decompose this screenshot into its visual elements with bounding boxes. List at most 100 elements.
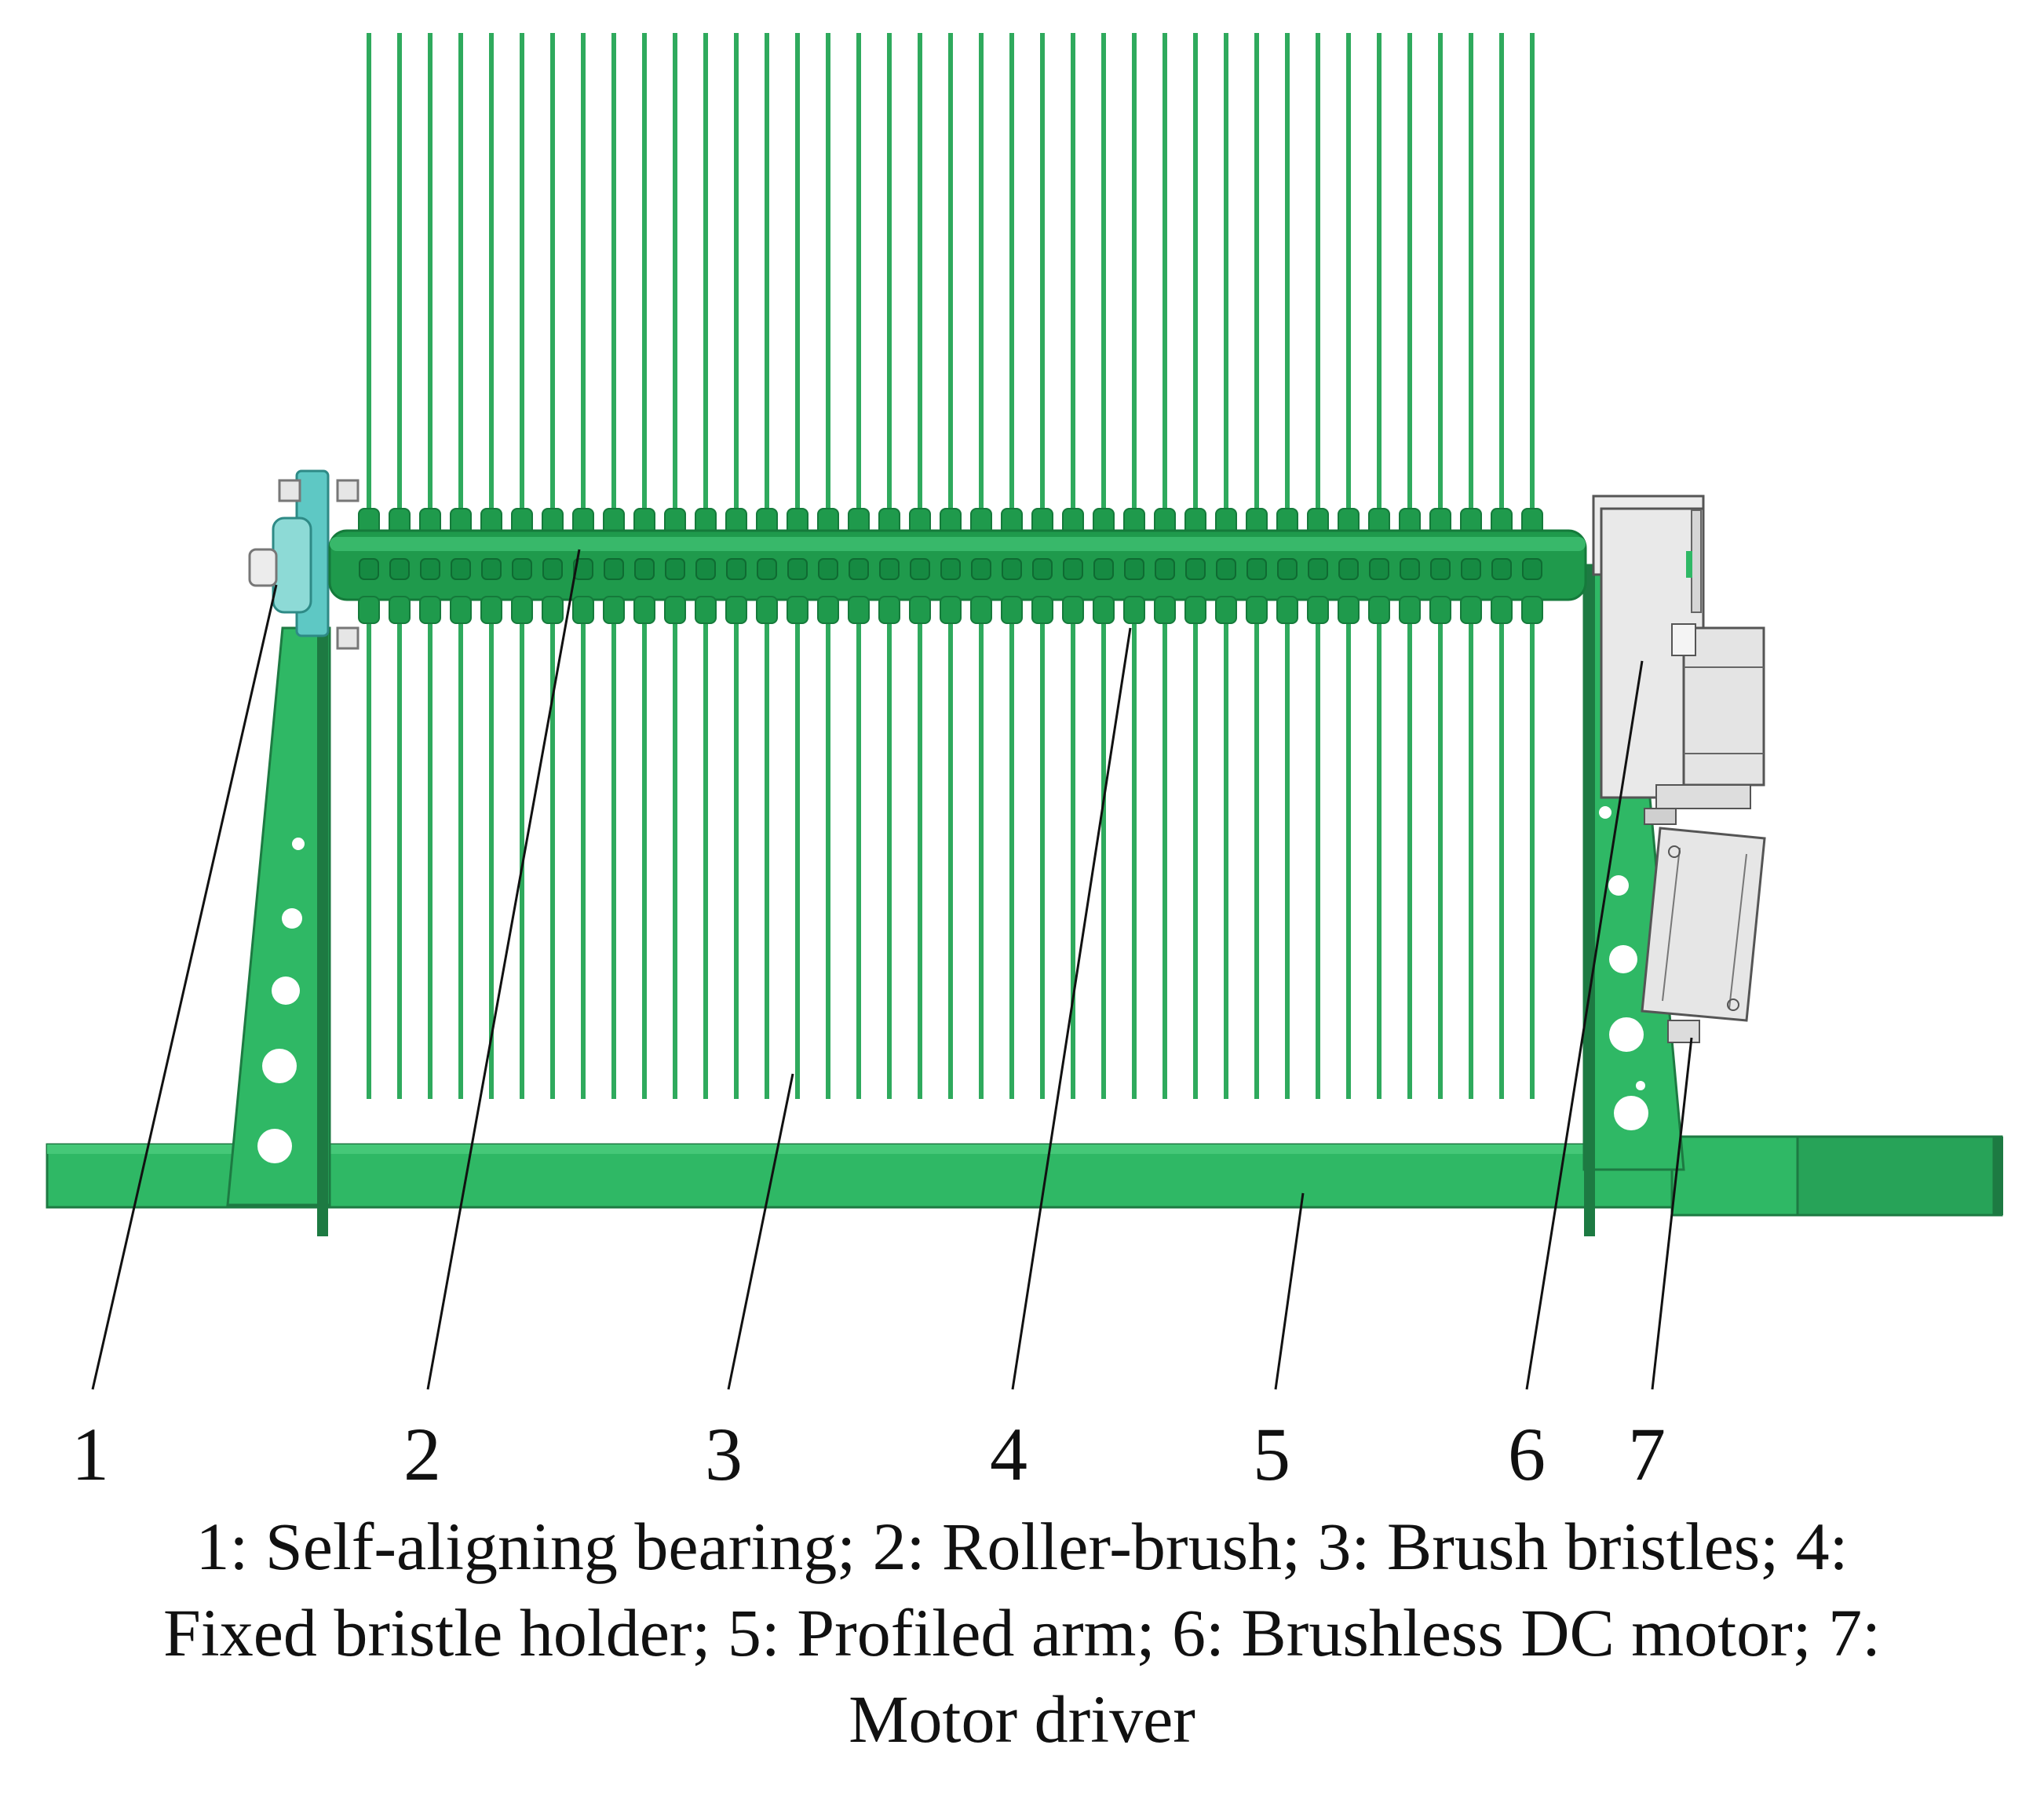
bristle-holder-bolt [665, 558, 685, 580]
callout-1: 1 [71, 1412, 109, 1496]
bristle-holder [450, 596, 472, 624]
callout-numbers: 1 2 3 4 5 6 7 [71, 1412, 1666, 1496]
bristle-holder [909, 596, 931, 624]
leader-lines [91, 549, 1693, 1390]
leader-line-4 [1011, 627, 1132, 1390]
bristle-holder [848, 596, 870, 624]
leader-line-7 [1651, 1037, 1693, 1390]
bristle-holder [1123, 596, 1145, 624]
bristle-holder [1031, 596, 1053, 624]
bristle-holder [817, 596, 839, 624]
leader-line-1 [91, 584, 278, 1390]
bristle-holder [1368, 596, 1390, 624]
profiled-arm [46, 1135, 2003, 1217]
bristle-holder-bolt [1185, 558, 1206, 580]
bristle-holder-bolt [1032, 558, 1053, 580]
bristle-holder-bolt [910, 558, 930, 580]
bristle-holder-bolt [451, 558, 471, 580]
bristle-holder-bolt [1369, 558, 1389, 580]
leader-line-6 [1525, 660, 1644, 1390]
bristle-holder-bolt [1491, 558, 1512, 580]
bristle-holder-bolt [757, 558, 777, 580]
bristle-holder-bolt [481, 558, 502, 580]
callout-7: 7 [1628, 1412, 1666, 1496]
bristle-holder-bolt [1400, 558, 1420, 580]
figure-caption: 1: Self-aligning bearing; 2: Roller-brus… [0, 1503, 2044, 1762]
leader-line-3 [727, 1073, 794, 1390]
bristle-holder [480, 596, 502, 624]
bristle-holder [1154, 596, 1176, 624]
bristle-holder-bolt [420, 558, 440, 580]
bristle-holder-bolt [818, 558, 838, 580]
bristle-holder-bolt [359, 558, 379, 580]
bristle-holder-bolt [849, 558, 869, 580]
bristle-holder-bolt [1277, 558, 1298, 580]
bristle-holder-bolt [1246, 558, 1267, 580]
fixed-bristle-holders [358, 508, 1543, 536]
bristle-holder-bolt [787, 558, 808, 580]
bristle-holder-bolt [1461, 558, 1481, 580]
leader-line-2 [426, 549, 581, 1390]
bristle-holder [358, 596, 380, 624]
bristle-holder [787, 596, 808, 624]
bristle-holder-bolt [1155, 558, 1175, 580]
bristle-holder [1521, 596, 1543, 624]
bristle-holder-bolt [940, 558, 961, 580]
bristle-holder [1460, 596, 1482, 624]
bristle-holder-bolt [879, 558, 900, 580]
callout-2: 2 [403, 1412, 441, 1496]
bristle-holder-bolt [726, 558, 746, 580]
bristle-holder [940, 596, 962, 624]
bristle-holder [1215, 596, 1237, 624]
bristle-holder [633, 596, 655, 624]
bristle-holder [1093, 596, 1115, 624]
bristle-holder-bolt [1338, 558, 1359, 580]
bristle-holder-bolt [1002, 558, 1022, 580]
bristle-holder [1307, 596, 1329, 624]
bristle-holder [1062, 596, 1084, 624]
bristle-holder-bolt [1093, 558, 1114, 580]
bristle-holder [1429, 596, 1451, 624]
bristle-holder-bolt [1063, 558, 1083, 580]
bristle-holder [664, 596, 686, 624]
bristle-holder [1399, 596, 1421, 624]
caption-line-1: 1: Self-aligning bearing; 2: Roller-brus… [195, 1509, 1849, 1584]
bristle-holder [1338, 596, 1360, 624]
bristle-holder [1001, 596, 1023, 624]
caption-line-2: Fixed bristle holder; 5: Profiled arm; 6… [162, 1595, 1882, 1670]
bristle-holder [603, 596, 625, 624]
bristle-holder-bolt [971, 558, 991, 580]
motor-driver [1641, 827, 1766, 1043]
brushless-dc-motor [1592, 495, 1765, 825]
bristle-holder-bolt [1216, 558, 1236, 580]
bristle-holder [878, 596, 900, 624]
left-support-plate [226, 626, 331, 1236]
callout-4: 4 [990, 1412, 1027, 1496]
bristle-holder-bolt [542, 558, 563, 580]
bristle-holder [572, 596, 594, 624]
bristle-holder [542, 596, 564, 624]
bristle-holder-bolt [573, 558, 593, 580]
bristle-holder [725, 596, 747, 624]
fixed-bristle-holder-bolts [358, 558, 1543, 624]
bristle-holder [1491, 596, 1513, 624]
bristle-holder-bolt [389, 558, 410, 580]
bristle-holder [1276, 596, 1298, 624]
caption-line-3: Motor driver [849, 1681, 1195, 1757]
callout-6: 6 [1508, 1412, 1546, 1496]
bristle-holder-bolt [512, 558, 532, 580]
bristle-holder [1246, 596, 1268, 624]
callout-3: 3 [705, 1412, 743, 1496]
bristle-holder [511, 596, 533, 624]
self-aligning-bearing [248, 469, 360, 650]
bristle-holder [756, 596, 778, 624]
callout-5: 5 [1253, 1412, 1290, 1496]
bristle-holder-bolt [1308, 558, 1328, 580]
bristle-holder [419, 596, 441, 624]
bristle-holder [970, 596, 992, 624]
bristle-holder-bolt [1522, 558, 1542, 580]
bristle-holder-bolt [695, 558, 716, 580]
bristle-holder-bolt [1430, 558, 1451, 580]
bristle-holder [1184, 596, 1206, 624]
